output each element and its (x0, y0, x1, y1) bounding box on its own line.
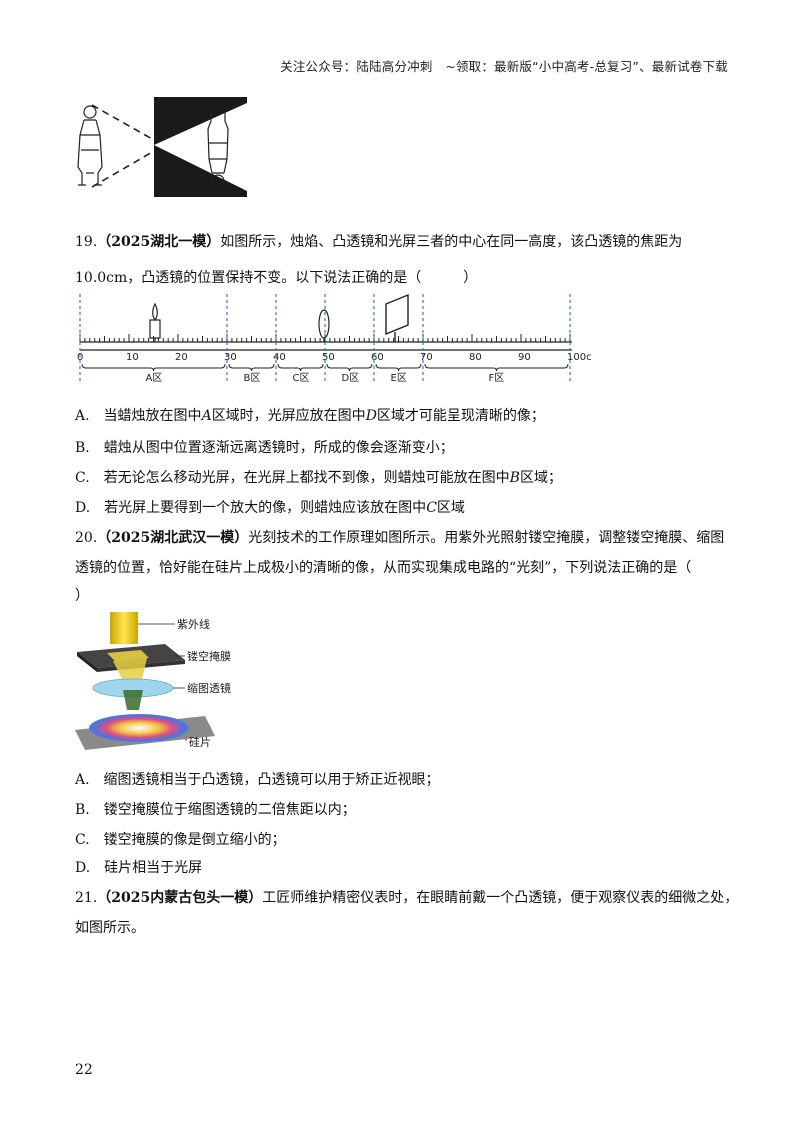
zone-label: F区 (489, 372, 505, 384)
q21-line1: 21.（2025内蒙古包头一模）工匠师维护精密仪表时，在眼睛前戴一个凸透镜，便于… (75, 888, 738, 908)
q20-stem-1: 光刻技术的工作原理如图所示。用紫外光照射镂空掩膜，调整镂空掩膜、缩图 (248, 530, 725, 546)
q20-option-c: C. 镂空掩膜的像是倒立缩小的； (75, 832, 286, 848)
q21-source: （2025内蒙古包头一模） (97, 890, 263, 906)
q20-number: 20. (75, 530, 98, 546)
zone-label: B区 (244, 372, 261, 384)
light-cone (154, 103, 247, 191)
q20-option-b: B. 镂空掩膜位于缩图透镜的二倍焦距以内； (75, 802, 356, 818)
zone-label: E区 (391, 372, 407, 384)
q21-number: 21. (75, 890, 98, 906)
q21-line2: 如图所示。 (75, 920, 145, 936)
optical-bench-figure: 0 10 20 30 40 50 60 70 80 90 100cm A区 B区 C区 D区 E区 F区 (77, 293, 592, 384)
zone-brace (228, 363, 275, 372)
light-screen-icon (385, 293, 409, 342)
q20-source: （2025湖北武汉一模） (97, 530, 249, 546)
q19-line1: 19.（2025湖北一模）如图所示，烛焰、凸透镜和光屏三者的中心在同一高度，该凸… (75, 232, 682, 252)
lithography-figure: 紫外线 镂空掩膜 缩图透镜 硅片 (75, 612, 231, 750)
q19-stem-1: 如图所示，烛焰、凸透镜和光屏三者的中心在同一高度，该凸透镜的焦距为 (220, 234, 683, 250)
label-lens: 缩图透镜 (187, 681, 231, 695)
q19-option-d: D. 若光屏上要得到一个放大的像，则蜡烛应该放在图中C区域 (75, 500, 465, 516)
ruler-tick-label: 10 (126, 352, 139, 363)
q19-option-c: C. 若无论怎么移动光屏，在光屏上都找不到像，则蜡烛可能放在图中B区域； (75, 470, 562, 486)
q20-line1: 20.（2025湖北武汉一模）光刻技术的工作原理如图所示。用紫外光照射镂空掩膜，… (75, 528, 724, 548)
ruler-tick-label: 100cm (567, 352, 592, 363)
ruler-tick-label: 70 (420, 352, 433, 363)
pinhole-figure (77, 97, 247, 197)
q19-number: 19. (75, 234, 98, 250)
q20-line3: ） (75, 588, 89, 604)
page-header: 关注公众号：陆陆高分冲刺 ~领取：最新版“小中高考-总复习”、最新试卷下载 (280, 59, 728, 74)
q19-option-a: A. 当蜡烛放在图中A区域时，光屏应放在图中D区域才可能呈现清晰的像； (75, 408, 545, 424)
q19-option-b: B. 蜡烛从图中位置逐渐远离透镜时，所成的像会逐渐变小； (75, 440, 454, 456)
ruler-tick-label: 40 (273, 352, 286, 363)
zone-brace (326, 363, 373, 372)
candle-icon (149, 302, 161, 342)
zone-brace (424, 363, 569, 372)
zone-label: A区 (146, 372, 163, 384)
q20-line2: 透镜的位置，恰好能在硅片上成极小的清晰的像，从而实现集成电路的“光刻”，下列说法… (75, 560, 692, 576)
ruler-tick-label: 30 (224, 352, 237, 363)
ruler-tick-label: 90 (518, 352, 531, 363)
ruler-tick-label: 50 (322, 352, 335, 363)
zone-brace (375, 363, 422, 372)
ruler-tick-label: 0 (77, 352, 83, 363)
page-number: 22 (75, 1062, 93, 1078)
zone-brace (81, 363, 226, 372)
q19-line2: 10.0cm，凸透镜的位置保持不变。以下说法正确的是（ ） (75, 270, 478, 286)
zone-brace (277, 363, 324, 372)
ruler-tick-label: 60 (371, 352, 384, 363)
label-wafer: 硅片 (189, 736, 211, 749)
zone-label: C区 (293, 372, 310, 384)
q20-option-a: A. 缩图透镜相当于凸透镜，凸透镜可以用于矫正近视眼； (75, 772, 440, 788)
convex-lens-icon (318, 309, 330, 342)
silicon-wafer (89, 714, 189, 742)
ruler-tick-label: 20 (175, 352, 188, 363)
person-inverted-icon (207, 109, 229, 188)
q21-stem-1: 工匠师维护精密仪表时，在眼睛前戴一个凸透镜，便于观察仪表的细微之处， (262, 890, 739, 906)
ruler-tick-label: 80 (469, 352, 482, 363)
q20-option-d: D. 硅片相当于光屏 (75, 860, 203, 876)
label-mask: 镂空掩膜 (187, 649, 231, 663)
uv-beam (110, 612, 138, 644)
light-rays (91, 104, 155, 188)
zone-label: D区 (342, 372, 360, 384)
q19-source: （2025湖北一模） (97, 234, 221, 250)
person-upright-icon (77, 105, 103, 186)
label-uv: 紫外线 (177, 617, 210, 631)
